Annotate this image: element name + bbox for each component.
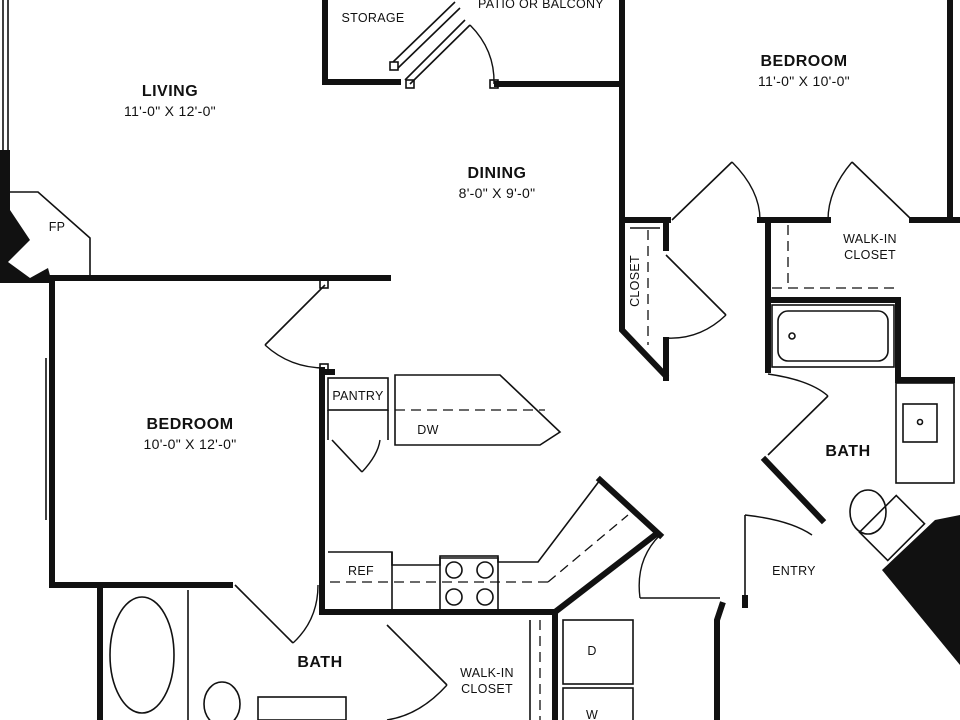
dining-room-name: DINING [468, 165, 527, 182]
entry-corner-block [882, 515, 960, 665]
dishwasher-label: DW [417, 423, 438, 437]
bath-right-name: BATH [825, 443, 870, 460]
bedroom-right-dims: 11'-0" X 10'-0" [758, 73, 850, 89]
closet-label: CLOSET [628, 255, 642, 307]
bedroom-right-name: BEDROOM [760, 53, 847, 70]
bedroom-left-name: BEDROOM [146, 416, 233, 433]
walkin-closet-bottom-label-2: CLOSET [461, 682, 513, 696]
storage-label: STORAGE [342, 11, 405, 25]
walkin-closet-bottom-label-1: WALK-IN [460, 666, 514, 680]
pantry-label: PANTRY [332, 389, 384, 403]
fireplace-hearth-block [0, 262, 52, 283]
patio-label: PATIO OR BALCONY [478, 0, 604, 11]
cabinetry [10, 191, 955, 720]
doors [45, 1, 913, 720]
fireplace-label: FP [49, 220, 66, 234]
entry-label: ENTRY [772, 564, 816, 578]
bedroom-left-dims: 10'-0" X 12'-0" [144, 436, 237, 452]
bath-bottom-name: BATH [297, 654, 342, 671]
walkin-closet-right-label-1: WALK-IN [843, 232, 897, 246]
living-room-name: LIVING [142, 83, 198, 100]
dining-room-dims: 8'-0" X 9'-0" [459, 185, 536, 201]
walkin-closet-right-label-2: CLOSET [844, 248, 896, 262]
fireplace-wall-block [0, 150, 30, 262]
dryer-label: D [587, 644, 596, 658]
refrigerator-label: REF [348, 564, 374, 578]
living-room-dims: 11'-0" X 12'-0" [124, 103, 216, 119]
washer-label: W [586, 708, 598, 720]
